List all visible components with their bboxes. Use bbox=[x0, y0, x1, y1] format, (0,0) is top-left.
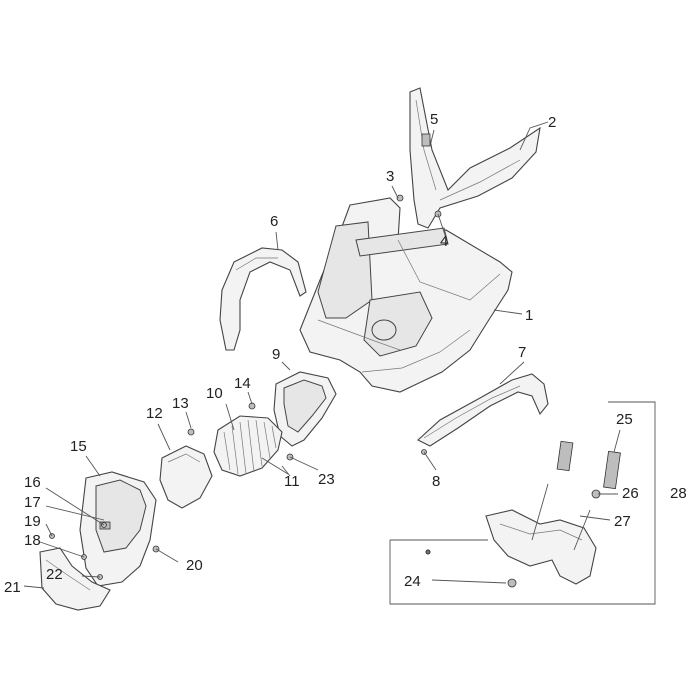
callout-14: 14 bbox=[234, 375, 251, 392]
callout-5: 5 bbox=[430, 111, 438, 128]
callout-9: 9 bbox=[272, 346, 280, 363]
callout-11: 11 bbox=[284, 473, 300, 490]
callout-20: 20 bbox=[186, 557, 203, 574]
callout-3: 3 bbox=[386, 168, 394, 185]
part-main-front-body bbox=[299, 197, 513, 393]
callout-27: 27 bbox=[614, 513, 631, 530]
callout-19: 19 bbox=[24, 513, 41, 530]
callout-21: 21 bbox=[4, 579, 21, 596]
part-3-screw bbox=[396, 194, 404, 202]
callout-2: 2 bbox=[548, 114, 556, 131]
callout-26: 26 bbox=[622, 485, 639, 502]
kit-28-frame bbox=[389, 401, 656, 605]
part-front-panel bbox=[159, 445, 213, 509]
callout-22: 22 bbox=[46, 566, 63, 583]
callout-15: 15 bbox=[70, 438, 87, 455]
callout-18: 18 bbox=[24, 532, 41, 549]
callout-7: 7 bbox=[518, 344, 526, 361]
leader-lines bbox=[23, 121, 621, 589]
part-front-nose-cover bbox=[79, 471, 157, 587]
callout-24: 24 bbox=[404, 573, 421, 590]
callout-labels: 1 2 3 4 5 6 7 8 9 10 11 12 13 14 15 16 1… bbox=[4, 111, 687, 596]
part-5-clip bbox=[421, 133, 431, 147]
callout-12: 12 bbox=[146, 405, 163, 422]
part-front-upper-frame bbox=[409, 87, 541, 229]
callout-28: 28 bbox=[670, 485, 687, 502]
part-side-strip-right bbox=[417, 373, 549, 447]
part-front-grille bbox=[213, 415, 283, 477]
callout-10: 10 bbox=[206, 385, 223, 402]
callout-17: 17 bbox=[24, 494, 41, 511]
part-bracket-assembly bbox=[425, 440, 621, 588]
part-13-screw bbox=[187, 428, 195, 436]
callout-16: 16 bbox=[24, 474, 41, 491]
callout-13: 13 bbox=[172, 395, 189, 412]
part-front-lower-spoiler bbox=[39, 547, 111, 611]
callout-6: 6 bbox=[270, 213, 278, 230]
callout-4: 4 bbox=[440, 233, 448, 250]
callout-25: 25 bbox=[616, 411, 633, 428]
part-side-cover-left bbox=[219, 247, 307, 351]
callout-23: 23 bbox=[318, 471, 335, 488]
callout-8: 8 bbox=[432, 473, 440, 490]
part-inner-mask-frame bbox=[273, 371, 337, 447]
callout-1: 1 bbox=[525, 307, 533, 324]
